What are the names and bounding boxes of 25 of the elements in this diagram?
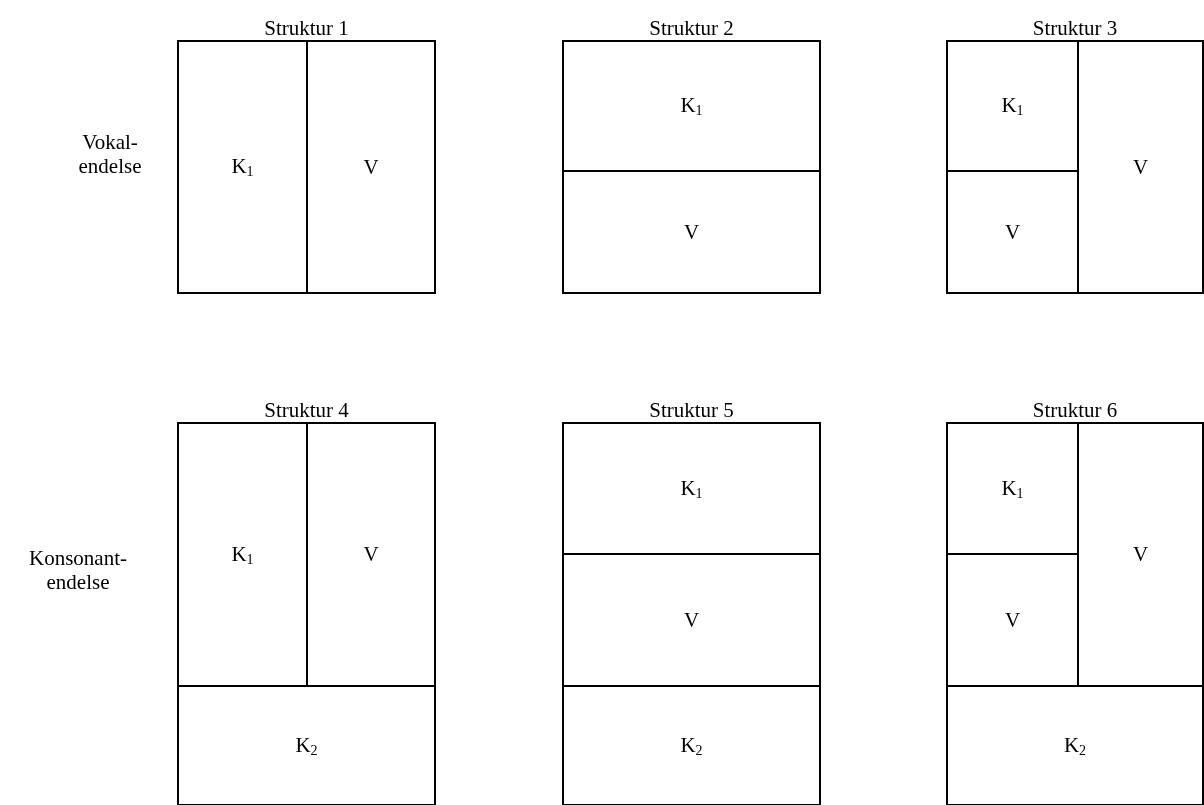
row-label: Konsonant- endelse <box>28 546 128 594</box>
structure-title: Struktur 3 <box>1031 16 1119 40</box>
segment-label: V <box>683 219 700 245</box>
segment-label: K$_{1}$ <box>231 541 254 568</box>
segment-label: K$_{1}$ <box>680 475 703 502</box>
segment-label: K$_{2}$ <box>295 732 318 759</box>
segment-label: V <box>1004 607 1021 633</box>
row-label: Vokal- endelse <box>77 130 143 178</box>
segment-label: K$_{1}$ <box>680 93 703 119</box>
segment-label: K$_{1}$ <box>231 154 254 180</box>
segment-label: V <box>1004 219 1021 245</box>
structure-title: Struktur 4 <box>263 398 350 422</box>
structure-title: Struktur 6 <box>1031 398 1119 422</box>
structure-title: Struktur 5 <box>648 398 735 422</box>
segment-label: K$_{1}$ <box>1001 475 1024 502</box>
segment-label: K$_{2}$ <box>1063 732 1087 759</box>
segment-label: V <box>1132 154 1149 180</box>
segment-label: V <box>363 154 379 180</box>
structure-title: Struktur 2 <box>648 16 735 40</box>
segment-label: V <box>1132 542 1149 567</box>
segment-label: K$_{1}$ <box>1001 93 1024 119</box>
structure-title: Struktur 1 <box>263 16 350 40</box>
segment-label: K$_{2}$ <box>680 732 703 759</box>
segment-label: V <box>683 607 700 633</box>
segment-label: V <box>363 542 379 567</box>
